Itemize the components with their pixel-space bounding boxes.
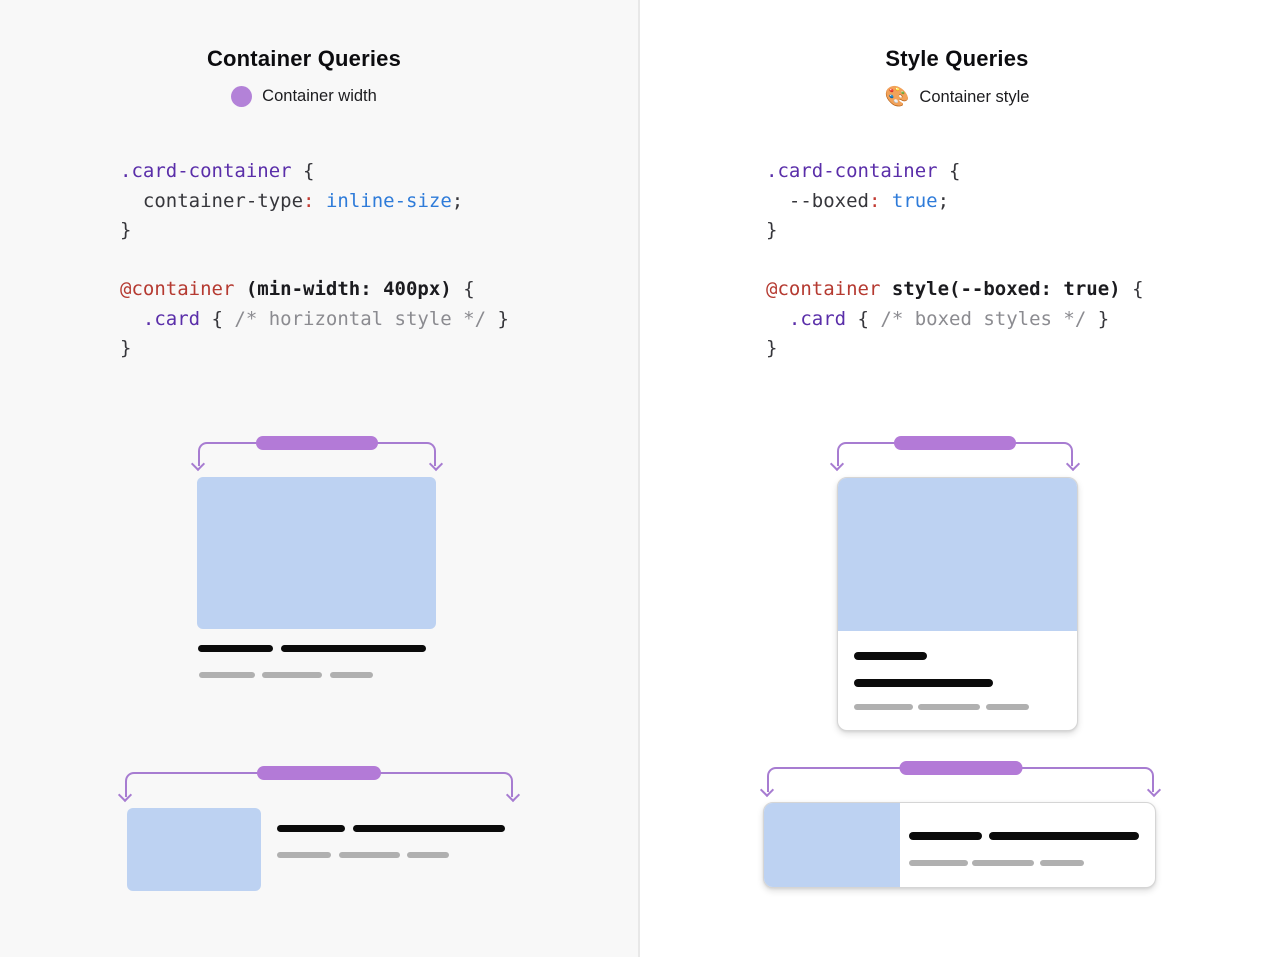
boxed-card-horizontal [763,802,1156,888]
container-queries-panel: Container Queries Container width .card-… [0,0,640,957]
container-pill [899,761,1022,775]
subtext-line-bar [199,672,255,678]
subtext-line-bar [918,704,980,710]
text-line-bar [909,832,982,840]
text-line-bar [854,652,927,660]
style-queries-panel: Style Queries 🎨 Container style .card-co… [640,0,1280,957]
legend-container-style: 🎨 Container style [640,86,1277,108]
down-arrow-icon [1065,456,1081,472]
subtext-line-bar [262,672,322,678]
down-arrow-icon [759,782,775,798]
container-width-bracket-wide [117,766,521,803]
down-arrow-icon [428,456,444,472]
container-width-bracket [190,436,444,472]
legend-label: Container style [919,87,1030,106]
container-pill [256,436,378,450]
down-arrow-icon [829,456,845,472]
container-pill [257,766,381,780]
subtext-line-bar [986,704,1029,710]
card-image-placeholder [127,808,261,891]
text-line-bar [198,645,273,652]
container-style-bracket [829,436,1081,472]
code-block-container-queries: .card-container { container-type: inline… [120,160,509,359]
subtext-line-bar [909,860,968,866]
container-width-dot-icon [231,86,253,107]
text-line-bar [989,832,1139,840]
subtext-line-bar [277,852,331,858]
page-title: Style Queries [885,46,1029,71]
palette-emoji-icon: 🎨 [884,86,910,108]
card-image-placeholder [197,477,436,629]
subtext-line-bar [854,704,913,710]
subtext-line-bar [407,852,449,858]
text-line-bar [281,645,426,652]
down-arrow-icon [117,787,133,803]
container-style-bracket-wide [759,761,1162,798]
text-line-bar [854,679,993,687]
subtext-line-bar [339,852,400,858]
text-line-bar [353,825,505,832]
text-line-bar [277,825,345,832]
page-title: Container Queries [206,46,402,71]
subtext-line-bar [1040,860,1084,866]
container-pill [894,436,1016,450]
subtext-line-bar [972,860,1034,866]
down-arrow-icon [190,456,206,472]
down-arrow-icon [1146,782,1162,798]
legend-container-width: Container width [0,86,623,107]
boxed-card [837,477,1078,731]
card-image-placeholder [764,803,900,887]
down-arrow-icon [505,787,521,803]
legend-label: Container width [262,87,377,105]
subtext-line-bar [330,672,373,678]
card-image-placeholder [838,478,1077,631]
code-block-style-queries: .card-container { --boxed: true; } @cont… [766,160,1144,359]
